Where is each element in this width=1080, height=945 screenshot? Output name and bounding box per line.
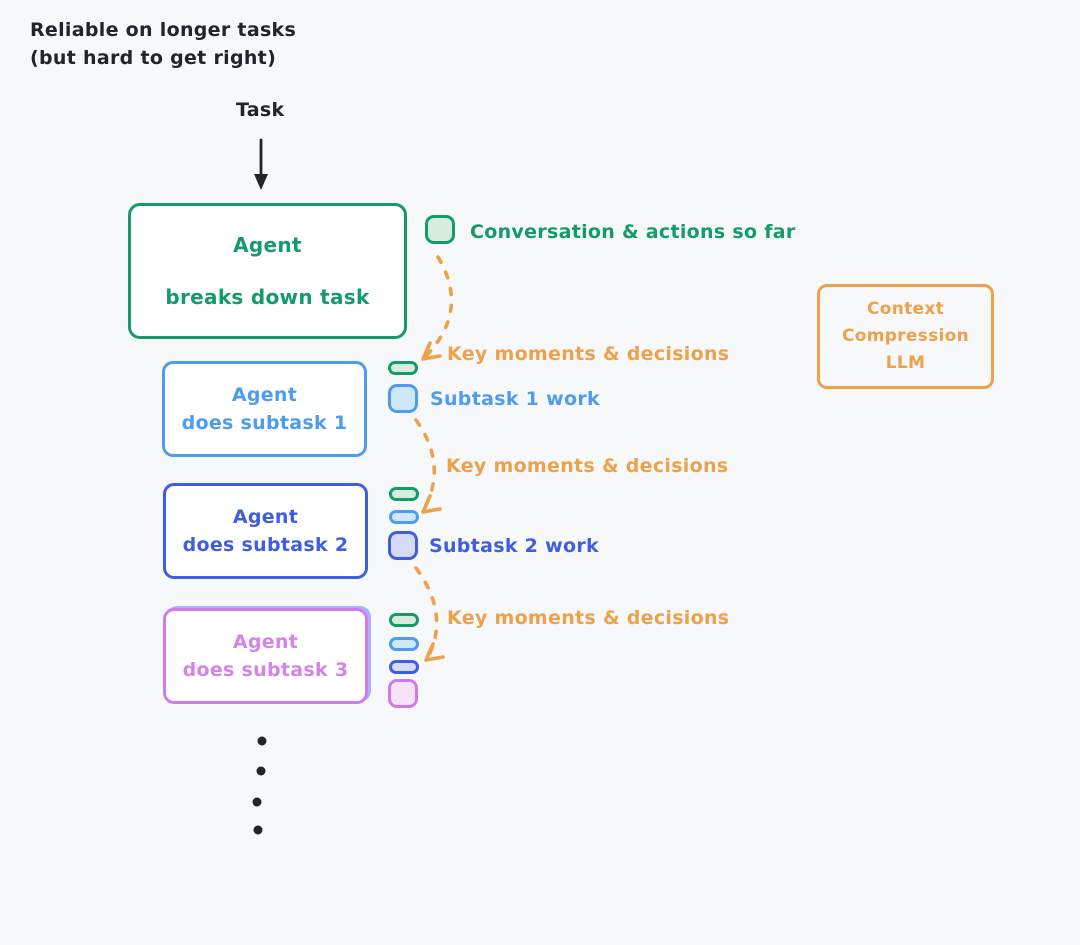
subtask1-box-title: Agent: [231, 384, 298, 406]
context-compression-llm-box: Context Compression LLM: [817, 284, 994, 389]
agent-box: Agent breaks down task: [128, 203, 407, 339]
conversation-label: Conversation & actions so far: [470, 221, 796, 243]
key-moments-arrow-3: [414, 566, 445, 662]
key-moments-label-3: Key moments & decisions: [447, 607, 730, 629]
continuation-dots: [252, 736, 267, 835]
subtask3-agent-box: Agent does subtask 3: [163, 608, 368, 704]
subtask1-agent-box: Agent does subtask 1: [162, 361, 367, 457]
agent-box-title: Agent: [233, 233, 302, 257]
subtask2-work-chip-icon: [388, 531, 418, 560]
subtask3-work-chip-icon: [388, 679, 418, 708]
subtask2-agent-box: Agent does subtask 2: [163, 483, 368, 579]
diagram-title: Reliable on longer tasks (but hard to ge…: [30, 16, 296, 72]
subtask1-work-label: Subtask 1 work: [430, 388, 600, 410]
compression-box-line1: Context: [866, 299, 945, 319]
conversation-chip-icon: [425, 215, 455, 244]
key-moments-2-green-chip-icon: [389, 487, 419, 501]
diagram-title-line1: Reliable on longer tasks: [30, 19, 297, 41]
key-moments-arrow-2: [414, 418, 442, 514]
key-moments-label-2: Key moments & decisions: [446, 455, 729, 477]
key-moments-label-1: Key moments & decisions: [447, 343, 730, 365]
task-label: Task: [236, 99, 285, 121]
subtask2-box-subtitle: does subtask 2: [182, 534, 349, 556]
subtask1-work-chip-icon: [388, 384, 418, 413]
subtask2-work-label: Subtask 2 work: [429, 535, 599, 557]
key-moments-2-blue-chip-icon: [389, 510, 419, 524]
compression-box-line2: Compression: [841, 326, 970, 346]
diagram-title-line2: (but hard to get right): [30, 47, 277, 69]
task-arrow: [254, 138, 268, 190]
compression-box-line3: LLM: [885, 353, 926, 373]
key-moments-3-indigo-chip-icon: [389, 660, 419, 674]
subtask3-box-title: Agent: [232, 631, 299, 653]
subtask2-box-title: Agent: [232, 506, 299, 528]
subtask1-box-subtitle: does subtask 1: [181, 412, 348, 434]
agent-box-subtitle: breaks down task: [165, 285, 370, 309]
subtask3-box-subtitle: does subtask 3: [182, 659, 349, 681]
key-moments-3-blue-chip-icon: [389, 637, 419, 651]
key-moments-1-green-chip-icon: [388, 361, 418, 375]
key-moments-3-green-chip-icon: [389, 613, 419, 627]
